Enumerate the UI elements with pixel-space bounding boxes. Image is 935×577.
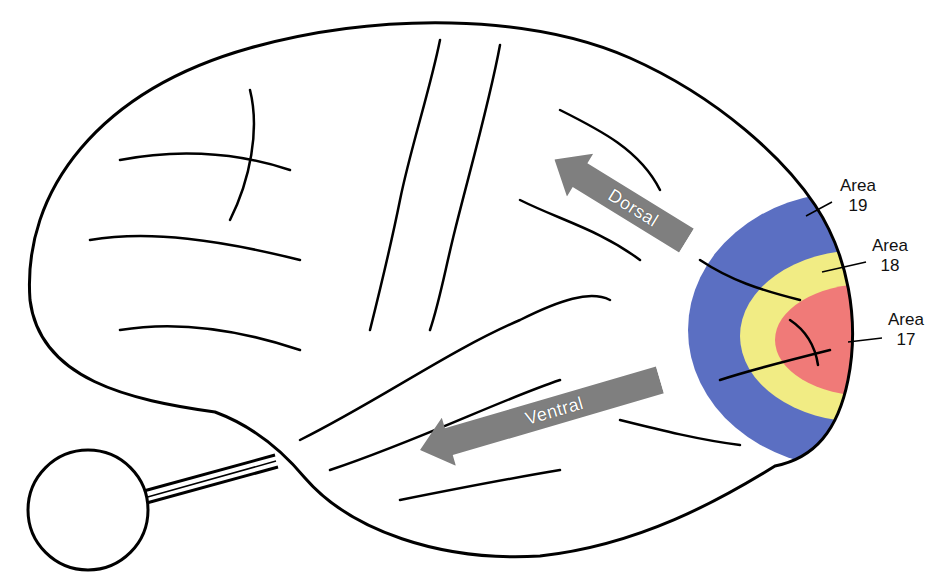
brain-outline <box>29 23 852 557</box>
stream-label: Ventral <box>523 392 586 429</box>
sulci <box>90 40 830 500</box>
arrow-polygon <box>541 138 699 262</box>
arrow-polygon <box>413 356 667 474</box>
area-18-region <box>740 250 935 422</box>
leader-lines <box>806 202 882 342</box>
area-label: Area 18 <box>866 236 914 275</box>
eye-and-nerve <box>28 450 278 570</box>
area-label: Area 17 <box>882 310 930 349</box>
area-label: Area 19 <box>834 176 882 215</box>
stream-arrow: Dorsal <box>541 138 699 262</box>
stream-arrow: Ventral <box>413 356 667 474</box>
area-19-region <box>688 192 935 468</box>
stream-label: Dorsal <box>604 184 662 231</box>
visual-areas <box>688 192 935 468</box>
